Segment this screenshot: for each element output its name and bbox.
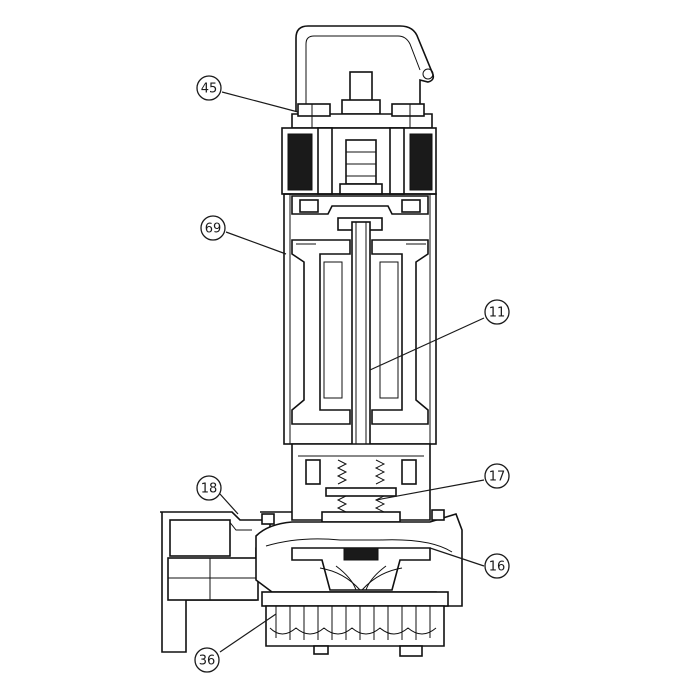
callout-69: 69 [200,215,226,241]
inlet-strainer [261,591,449,657]
top-cap [291,71,433,129]
callout-16: 16 [484,553,510,579]
callout-11: 11 [484,299,510,325]
leader-36 [219,613,277,653]
callout-36-label: 36 [199,654,216,669]
cable-chamber [281,127,437,195]
seal-chamber [291,443,431,523]
callout-45-label: 45 [201,82,218,97]
leader-69 [225,231,287,255]
discharge-outlet [160,511,292,653]
callout-11-label: 11 [489,306,506,321]
callout-17: 17 [484,463,510,489]
callout-18-label: 18 [201,482,218,497]
callout-36: 36 [194,647,220,673]
leader-lines [219,91,485,653]
leader-18 [219,493,239,515]
callout-16-label: 16 [489,560,506,575]
pump-casing [255,509,463,607]
carry-handle [295,25,435,112]
leader-16 [429,547,485,567]
leader-45 [221,91,299,113]
leader-17 [375,479,485,501]
callout-69-label: 69 [205,222,222,237]
callout-17-label: 17 [489,470,506,485]
callout-45: 45 [196,75,222,101]
callout-18: 18 [196,475,222,501]
leader-11 [369,317,485,371]
